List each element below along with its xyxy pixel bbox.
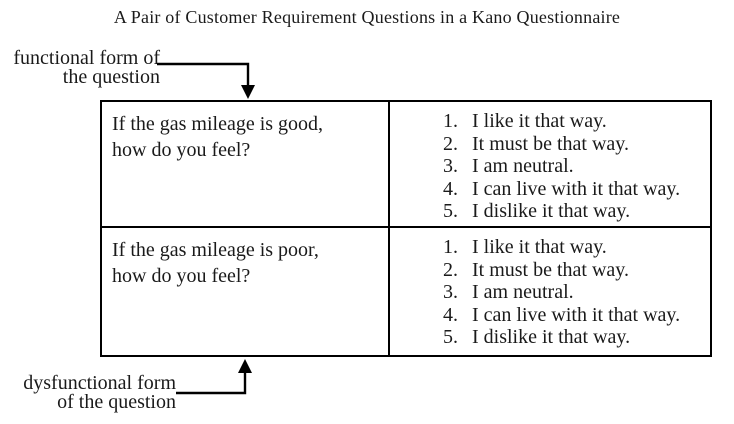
option-item: 2. It must be that way. bbox=[443, 133, 710, 156]
dysfunctional-form-label-line1: dysfunctional form bbox=[23, 372, 176, 394]
option-number: 3. bbox=[443, 281, 458, 304]
option-number: 2. bbox=[443, 132, 458, 155]
option-text: I am neutral. bbox=[472, 155, 574, 178]
option-number: 1. bbox=[443, 236, 458, 258]
option-item: 5. I dislike it that way. bbox=[443, 326, 710, 349]
option-number: 4. bbox=[443, 177, 458, 200]
question-line2: how do you feel? bbox=[112, 139, 251, 161]
option-number: 1. bbox=[443, 110, 458, 132]
option-item: 1. I like it that way. bbox=[443, 236, 710, 259]
dysfunctional-form-label: dysfunctional form of the question bbox=[6, 372, 176, 413]
dysfunctional-options-cell: 1. I like it that way. 2. It must be tha… bbox=[390, 228, 710, 355]
option-text: It must be that way. bbox=[472, 132, 630, 155]
option-text: I like it that way. bbox=[472, 110, 607, 132]
question-table: If the gas mileage is good, how do you f… bbox=[100, 100, 712, 357]
option-text: I dislike it that way. bbox=[472, 200, 631, 223]
option-item: 1. I like it that way. bbox=[443, 110, 710, 133]
figure-title: A Pair of Customer Requirement Questions… bbox=[113, 7, 621, 27]
question-line1: If the gas mileage is good, bbox=[112, 113, 324, 135]
option-text: I dislike it that way. bbox=[472, 326, 631, 349]
option-number: 2. bbox=[443, 258, 458, 281]
option-item: 5. I dislike it that way. bbox=[443, 200, 710, 223]
functional-form-label-line1: functional form of bbox=[13, 47, 160, 69]
dysfunctional-question-cell: If the gas mileage is poor, how do you f… bbox=[102, 228, 390, 355]
option-number: 4. bbox=[443, 303, 458, 326]
dysfunctional-arrow-line bbox=[176, 372, 247, 395]
option-item: 2. It must be that way. bbox=[443, 259, 710, 282]
option-number: 5. bbox=[443, 200, 458, 223]
option-text: I am neutral. bbox=[472, 281, 574, 304]
dysfunctional-arrowhead-up-icon bbox=[238, 359, 252, 373]
functional-options-cell: 1. I like it that way. 2. It must be tha… bbox=[390, 102, 710, 228]
option-item: 3. I am neutral. bbox=[443, 155, 710, 178]
question-line1: If the gas mileage is poor, bbox=[112, 239, 319, 261]
option-number: 5. bbox=[443, 326, 458, 349]
option-item: 4. I can live with it that way. bbox=[443, 178, 710, 201]
option-text: I can live with it that way. bbox=[472, 303, 681, 326]
functional-form-label: functional form of the question bbox=[8, 47, 160, 88]
functional-arrowhead-down-icon bbox=[241, 85, 255, 99]
option-item: 3. I am neutral. bbox=[443, 281, 710, 304]
option-text: I like it that way. bbox=[472, 236, 607, 258]
option-number: 3. bbox=[443, 155, 458, 178]
option-item: 4. I can live with it that way. bbox=[443, 304, 710, 327]
dysfunctional-form-label-line2: of the question bbox=[57, 391, 176, 413]
functional-form-label-line2: the question bbox=[62, 66, 160, 88]
option-text: It must be that way. bbox=[472, 258, 630, 281]
functional-question-cell: If the gas mileage is good, how do you f… bbox=[102, 102, 390, 228]
functional-arrow-line bbox=[157, 62, 250, 87]
option-text: I can live with it that way. bbox=[472, 177, 681, 200]
question-line2: how do you feel? bbox=[112, 265, 251, 287]
